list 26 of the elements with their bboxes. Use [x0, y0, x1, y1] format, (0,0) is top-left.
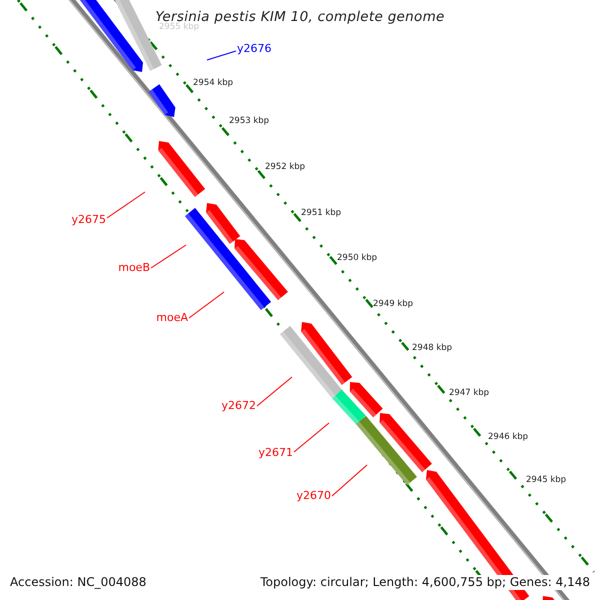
gene-label: y2675 [71, 213, 106, 226]
gene-label: y2676 [237, 42, 272, 55]
scale-label: 2946 kbp [488, 432, 528, 442]
scale-label: 2948 kbp [412, 343, 452, 353]
scale-label: 2945 kbp [526, 475, 566, 485]
gene-label: y2671 [258, 446, 293, 459]
leader-line [256, 376, 292, 406]
footer-text: Topology: circular; Length: 4,600,755 bp; Genes: 4,148 [258, 575, 592, 590]
scale-label: 2954 kbp [193, 78, 234, 88]
scale-label: 2947 kbp [449, 388, 490, 398]
gene-label: y2672 [221, 399, 256, 412]
scale-label: 2951 kbp [301, 208, 342, 218]
gene-label: y2670 [296, 489, 331, 502]
scale-label: 2949 kbp [373, 299, 414, 309]
leader-line [206, 50, 236, 60]
scale-label: 2950 kbp [337, 253, 378, 263]
leader-line [332, 464, 368, 496]
scale-label: 2953 kbp [229, 116, 270, 126]
leader-line [106, 192, 146, 218]
footer-text: Accession: NC_004088 [8, 575, 148, 590]
scale-label: 2952 kbp [265, 162, 306, 172]
leader-line [188, 292, 224, 318]
gene-label: moeB [118, 261, 150, 274]
leader-line [150, 244, 186, 268]
leader-line [294, 422, 330, 452]
gene-label: moeA [156, 311, 188, 324]
